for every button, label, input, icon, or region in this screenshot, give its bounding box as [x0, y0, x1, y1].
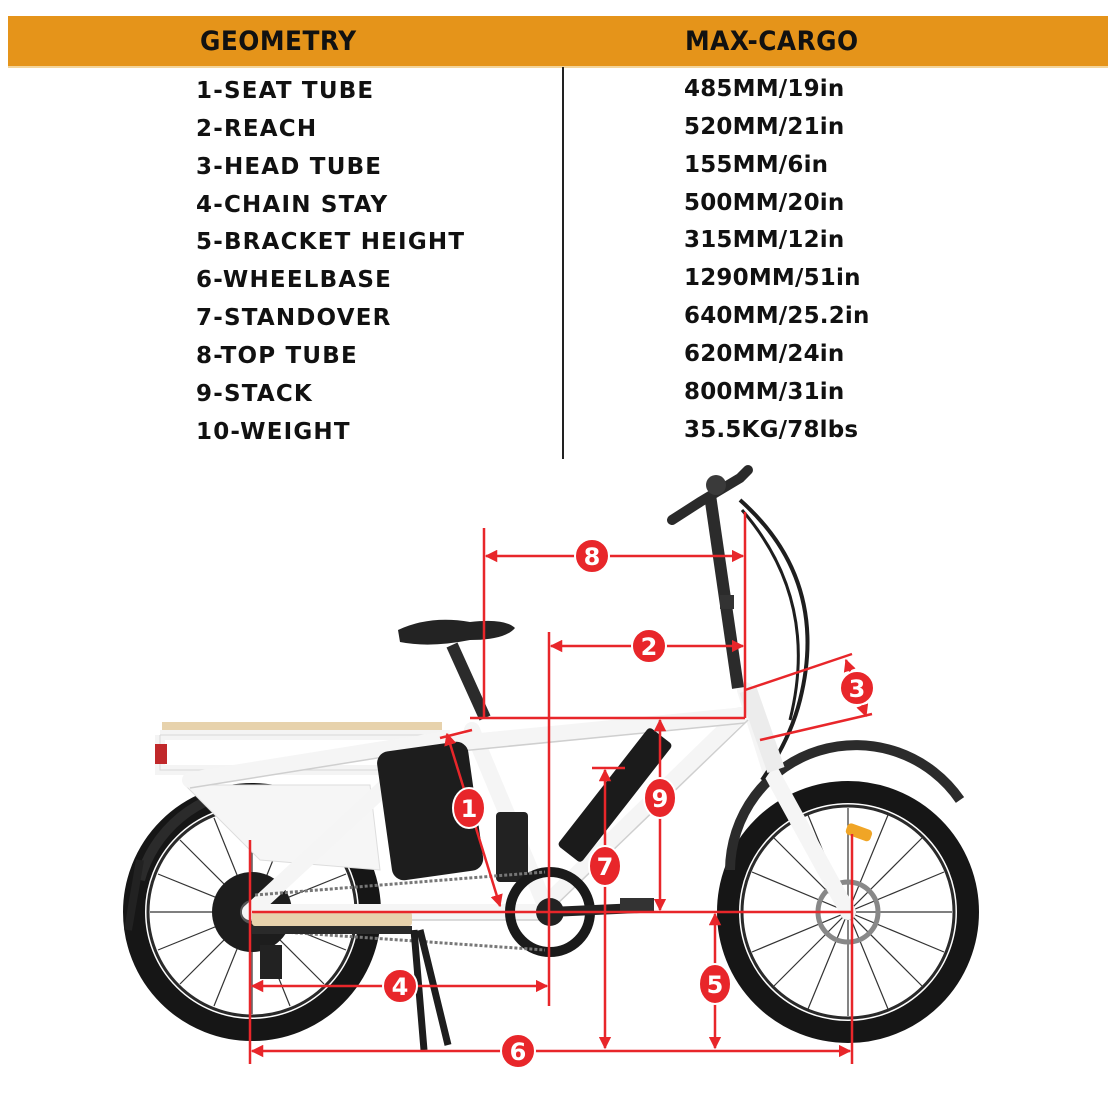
spec-value: 35.5KG/78lbs	[684, 417, 859, 443]
svg-text:6: 6	[510, 1038, 527, 1066]
spec-row-stack: 9-STACK 800MM/31in	[0, 379, 1116, 419]
header-bar: GEOMETRY MAX-CARGO	[8, 16, 1108, 68]
spec-label: 4-CHAIN STAY	[196, 192, 389, 218]
svg-text:9: 9	[652, 785, 669, 813]
spec-label: 9-STACK	[196, 381, 313, 407]
spec-value: 620MM/24in	[684, 341, 845, 367]
marker-9-badge: 9	[643, 777, 677, 819]
spec-label: 1-SEAT TUBE	[196, 78, 375, 104]
spec-row-top-tube: 8-TOP TUBE 620MM/24in	[0, 341, 1116, 381]
spec-value: 1290MM/51in	[684, 265, 861, 291]
marker-3-badge: 3	[839, 670, 875, 706]
marker-4-badge: 4	[382, 968, 418, 1004]
spec-row-wheelbase: 6-WHEELBASE 1290MM/51in	[0, 265, 1116, 305]
svg-text:3: 3	[849, 675, 866, 703]
marker-2-badge: 2	[631, 628, 667, 664]
spec-row-standover: 7-STANDOVER 640MM/25.2in	[0, 303, 1116, 343]
spec-label: 2-REACH	[196, 116, 318, 142]
marker-6-badge: 6	[500, 1033, 536, 1069]
spec-label: 6-WHEELBASE	[196, 267, 393, 293]
dimension-lines	[248, 512, 873, 1064]
spec-label: 3-HEAD TUBE	[196, 154, 383, 180]
spec-label: 10-WEIGHT	[196, 419, 351, 445]
svg-text:2: 2	[641, 633, 658, 661]
spec-value: 315MM/12in	[684, 227, 845, 253]
spec-value: 800MM/31in	[684, 379, 845, 405]
marker-1-badge: 1	[452, 787, 486, 829]
spec-value: 520MM/21in	[684, 114, 845, 140]
spec-label: 5-BRACKET HEIGHT	[196, 229, 466, 255]
svg-text:7: 7	[597, 853, 614, 881]
marker-7-badge: 7	[588, 845, 622, 887]
spec-value: 485MM/19in	[684, 76, 845, 102]
bike-geometry-diagram: 8 2 3 1 9 7 5 4	[123, 465, 979, 1069]
svg-text:8: 8	[584, 543, 601, 571]
spec-label: 8-TOP TUBE	[196, 343, 358, 369]
spec-row-reach: 2-REACH 520MM/21in	[0, 114, 1116, 154]
column-divider	[562, 67, 564, 459]
spec-value: 640MM/25.2in	[684, 303, 870, 329]
geometry-heading: GEOMETRY	[200, 26, 357, 57]
spec-label: 7-STANDOVER	[196, 305, 392, 331]
svg-text:1: 1	[461, 795, 478, 823]
spec-row-seat-tube: 1-SEAT TUBE 485MM/19in	[0, 76, 1116, 116]
marker-5-badge: 5	[698, 963, 732, 1005]
model-heading: MAX-CARGO	[685, 26, 859, 57]
spec-row-chain-stay: 4-CHAIN STAY 500MM/20in	[0, 190, 1116, 230]
spec-value: 500MM/20in	[684, 190, 845, 216]
spec-value: 155MM/6in	[684, 152, 829, 178]
marker-8-badge: 8	[574, 538, 610, 574]
svg-text:4: 4	[392, 973, 409, 1001]
marker-badges: 8 2 3 1 9 7 5 4	[382, 538, 875, 1069]
spec-row-weight: 10-WEIGHT 35.5KG/78lbs	[0, 417, 1116, 457]
spec-row-bracket-height: 5-BRACKET HEIGHT 315MM/12in	[0, 227, 1116, 267]
svg-text:5: 5	[707, 971, 724, 999]
spec-row-head-tube: 3-HEAD TUBE 155MM/6in	[0, 152, 1116, 192]
